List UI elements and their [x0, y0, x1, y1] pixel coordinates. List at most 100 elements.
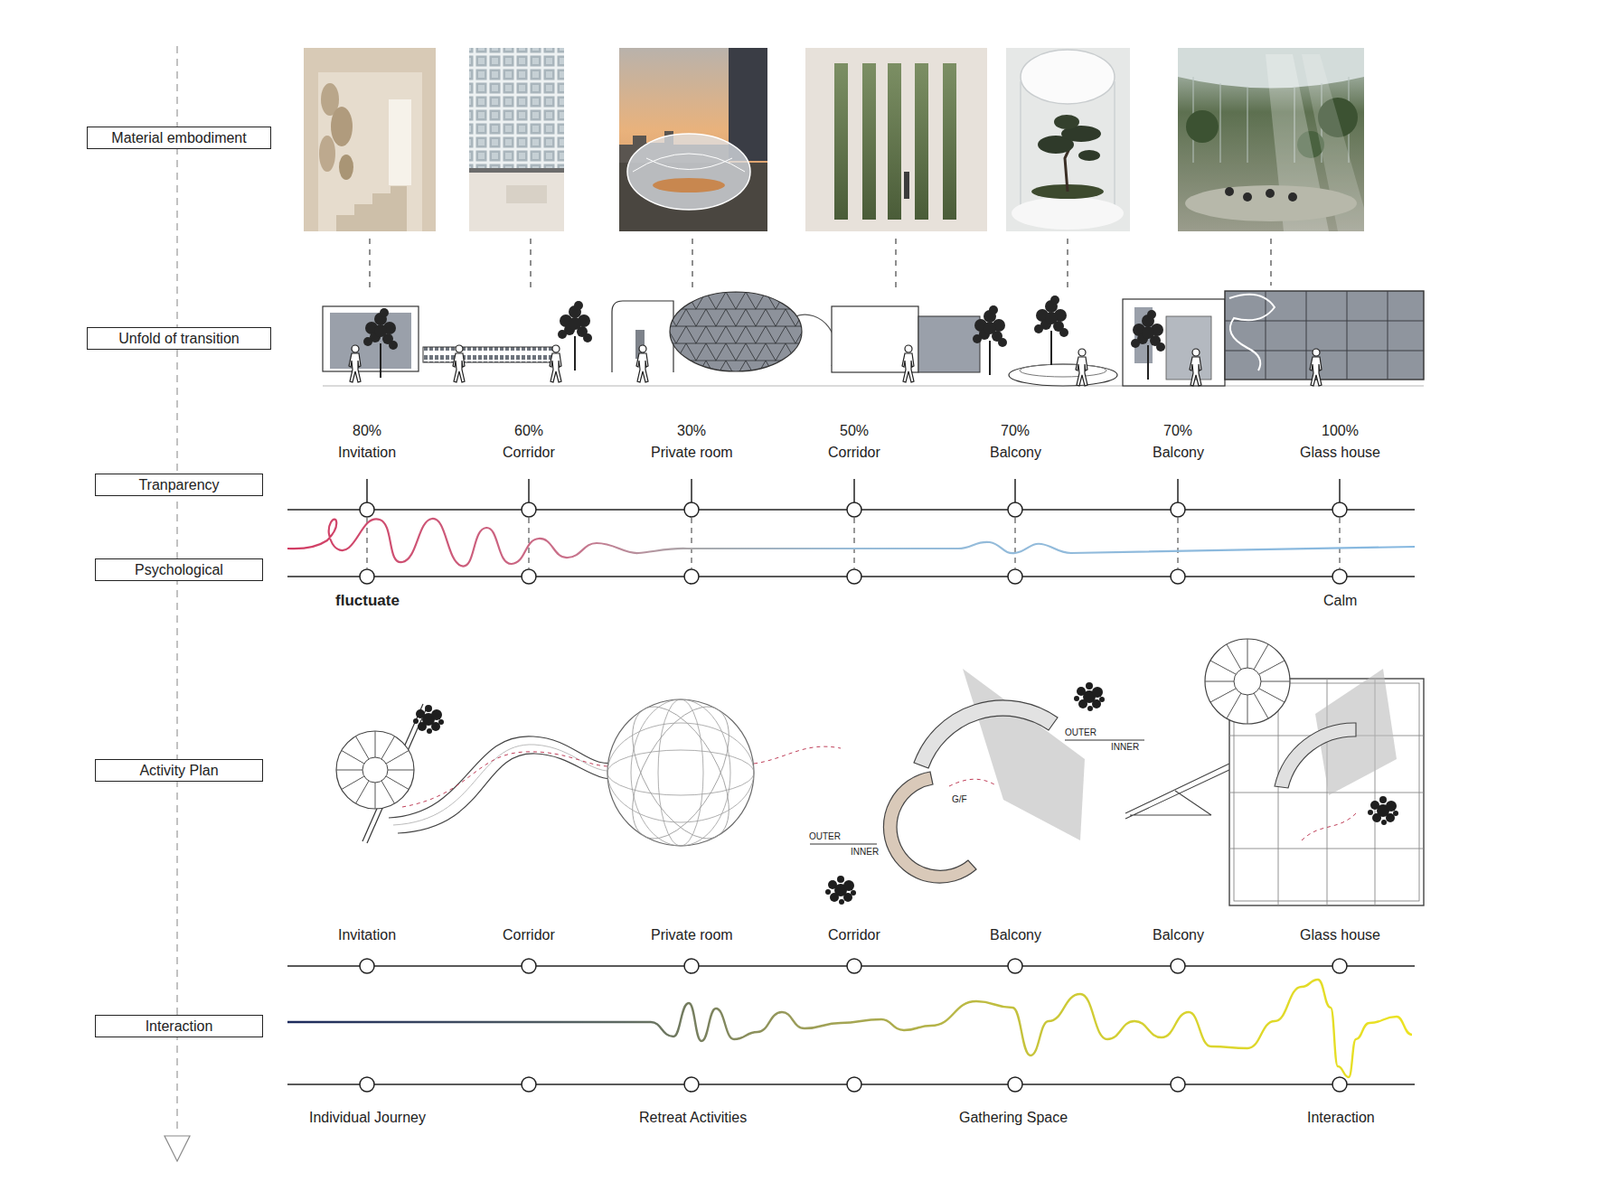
photo-slit-wall [914, 63, 929, 220]
axis-label: Material embodiment [94, 129, 264, 147]
axis-label-box: Unfold of transition [86, 327, 272, 350]
photo-glass-house [1185, 185, 1357, 222]
timeline-label: 80% [352, 423, 382, 440]
activity-plan [336, 639, 1424, 906]
photo-glass-house [1177, 47, 1365, 232]
timeline-label: fluctuate [335, 592, 400, 611]
axis-label-box: Interaction [94, 1015, 264, 1038]
activity-plan [1204, 639, 1290, 725]
activity-plan [362, 757, 388, 783]
vertical-axis [164, 1136, 190, 1162]
transition-section [363, 308, 398, 378]
timeline-label: Private room [650, 927, 734, 944]
photo-slit-wall [942, 63, 957, 220]
timeline-label: 70% [1163, 423, 1193, 440]
timeline-marker [1007, 1077, 1023, 1092]
axis-label: Tranparency [103, 476, 255, 494]
timeline-dash [367, 517, 368, 569]
timeline-label: 50% [839, 423, 869, 440]
transparency-timeline [366, 479, 368, 503]
photo-slit-wall [862, 63, 876, 220]
activity-plan [397, 753, 631, 834]
activity-plan [1073, 682, 1105, 712]
activity-plan [1204, 639, 1290, 725]
transition-section [1130, 310, 1166, 380]
timeline-label: Corridor [502, 927, 556, 944]
timeline-marker [1170, 1077, 1186, 1092]
timeline-dash [854, 517, 856, 569]
plan-note: G/F [951, 794, 968, 806]
timeline-marker [847, 569, 862, 584]
activity-plan [612, 691, 749, 855]
photo-slit-wall [805, 47, 988, 232]
vertical-axis [164, 46, 190, 1162]
interaction-curve [287, 979, 1412, 1078]
activity-plan [1301, 813, 1356, 841]
photo-atrium [1078, 150, 1101, 161]
timeline-marker [521, 569, 537, 584]
timeline-marker [1170, 959, 1186, 974]
activity-plan [630, 699, 731, 847]
timeline-label: 30% [677, 423, 706, 440]
photo-invitation [388, 99, 412, 186]
timeline-marker [1332, 502, 1347, 518]
timeline-label: Corridor [828, 444, 881, 462]
timeline-label: Glass house [1299, 927, 1381, 944]
transition-section [557, 301, 593, 371]
timeline-marker [521, 1077, 537, 1092]
transparency-timeline [690, 479, 693, 503]
timeline-label: Invitation [338, 444, 396, 462]
axis-label-box: Tranparency [94, 473, 264, 497]
timeline-label: Calm [1323, 592, 1357, 610]
photo-glass-house [1265, 188, 1275, 198]
activity-plan [949, 779, 995, 787]
timeline-marker [1007, 502, 1023, 518]
timeline-marker [359, 1077, 375, 1092]
transition-section [549, 345, 562, 383]
photo-bubble-dome [632, 153, 745, 172]
photo-atrium [1006, 47, 1130, 232]
timeline-marker [684, 959, 699, 974]
timeline-label: 100% [1321, 423, 1359, 440]
activity-plan [1274, 723, 1356, 789]
photo-glass-block [506, 185, 547, 204]
timeline-label: Balcony [1152, 927, 1205, 944]
photo-slit-wall [887, 63, 902, 220]
timeline-label: Gathering Space [959, 1110, 1068, 1127]
timeline-label: Balcony [989, 927, 1042, 944]
axis-label-box: Psychological [94, 558, 264, 582]
photo-glass-block [469, 47, 565, 232]
transition-section [795, 314, 836, 367]
timeline-label: Balcony [1152, 444, 1205, 462]
timeline-dash [1339, 517, 1341, 569]
timeline-label: 60% [514, 423, 544, 440]
transition-section [1075, 348, 1088, 386]
timeline-marker [684, 502, 699, 518]
timeline-marker [359, 502, 1347, 584]
axis-label: Interaction [103, 1017, 255, 1036]
transition-section [1189, 348, 1202, 386]
psychological-curve [287, 518, 1415, 567]
photo-invitation [336, 186, 407, 232]
photo-invitation [303, 47, 436, 232]
photo-leader [529, 238, 531, 292]
transition-section [1122, 299, 1225, 386]
timeline-label: Individual Journey [309, 1110, 426, 1127]
timeline-marker [1332, 1077, 1347, 1092]
transition-section [423, 347, 556, 363]
transparency-timeline [853, 479, 856, 503]
photo-bubble-dome [619, 47, 768, 232]
timeline-label: Interaction [1307, 1110, 1375, 1127]
photo-bubble-dome [619, 47, 768, 232]
transition-section [348, 345, 361, 383]
activity-plan [913, 700, 1058, 769]
timeline-marker [1170, 569, 1186, 584]
psychological-curve [287, 518, 1415, 567]
transition-section [636, 345, 649, 383]
plan-note: OUTER [1064, 727, 1097, 739]
timeline-dash [1177, 517, 1179, 569]
timeline-label: Glass house [1299, 444, 1381, 462]
transition-section [1224, 291, 1424, 380]
transition-section [669, 291, 802, 372]
